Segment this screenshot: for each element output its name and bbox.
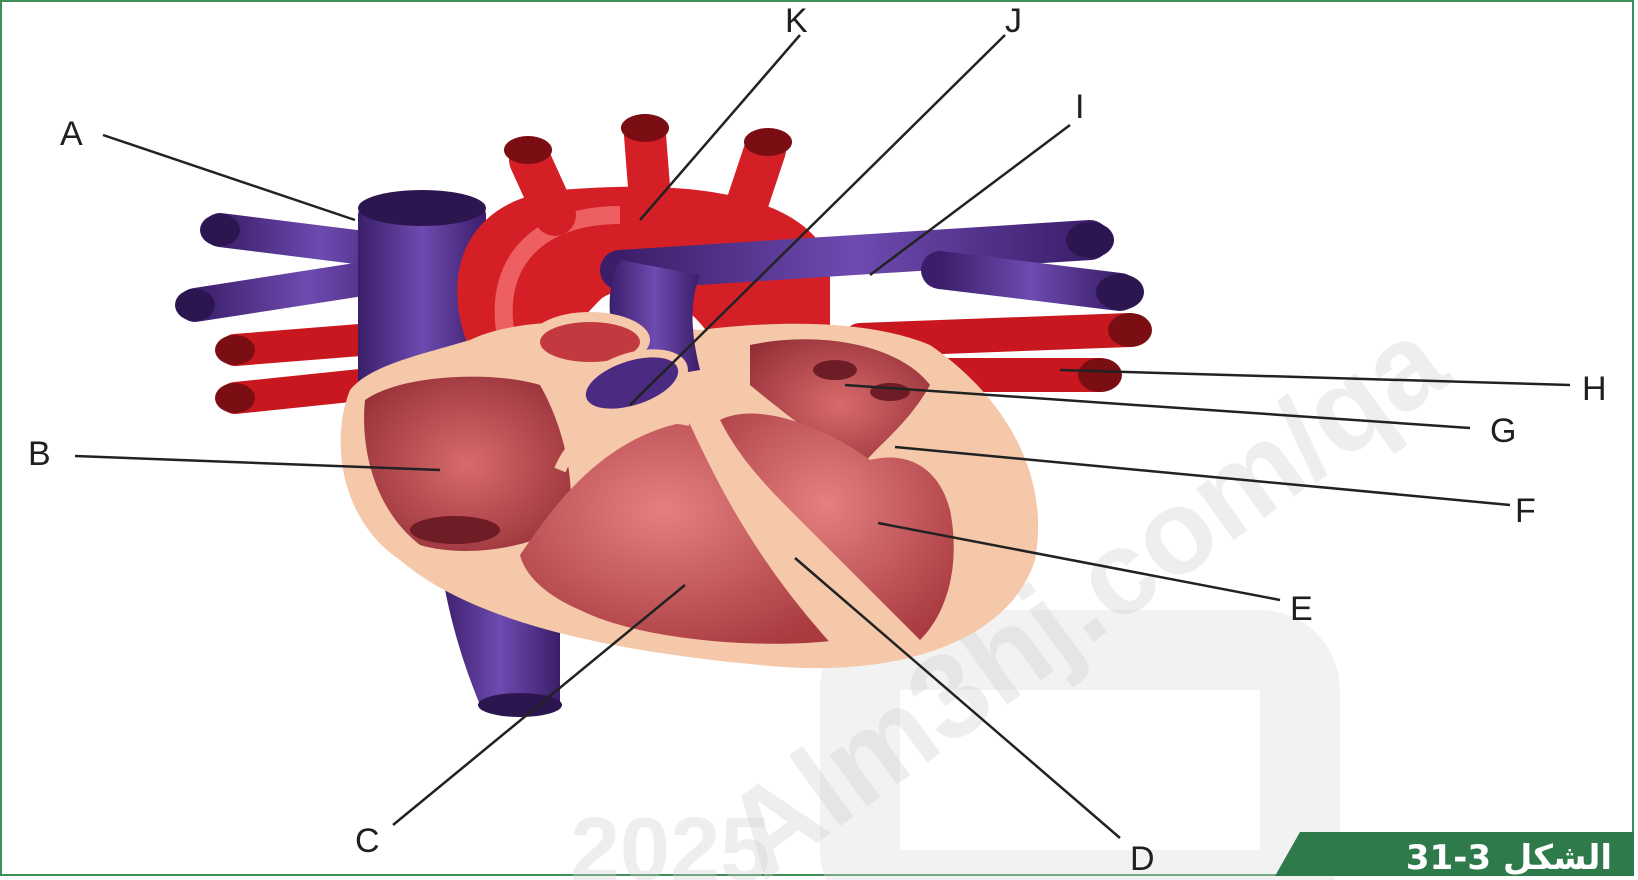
pulmonary-vessels-left — [215, 335, 360, 413]
label-C: C — [355, 822, 380, 860]
atrium-shadow — [410, 516, 500, 544]
label-J: J — [1005, 2, 1022, 40]
label-D: D — [1130, 840, 1155, 878]
pulmonary-vein-opening-2 — [870, 383, 910, 401]
label-H: H — [1582, 370, 1607, 408]
pulmonary-vein-opening-1 — [813, 360, 857, 380]
label-A: A — [60, 115, 83, 153]
label-K: K — [785, 2, 808, 40]
label-B: B — [28, 435, 51, 473]
label-G: G — [1490, 412, 1516, 450]
label-F: F — [1515, 492, 1536, 530]
figure-caption: الشكل 3-31 — [1406, 838, 1612, 878]
label-I: I — [1075, 88, 1084, 126]
label-E: E — [1290, 590, 1313, 628]
